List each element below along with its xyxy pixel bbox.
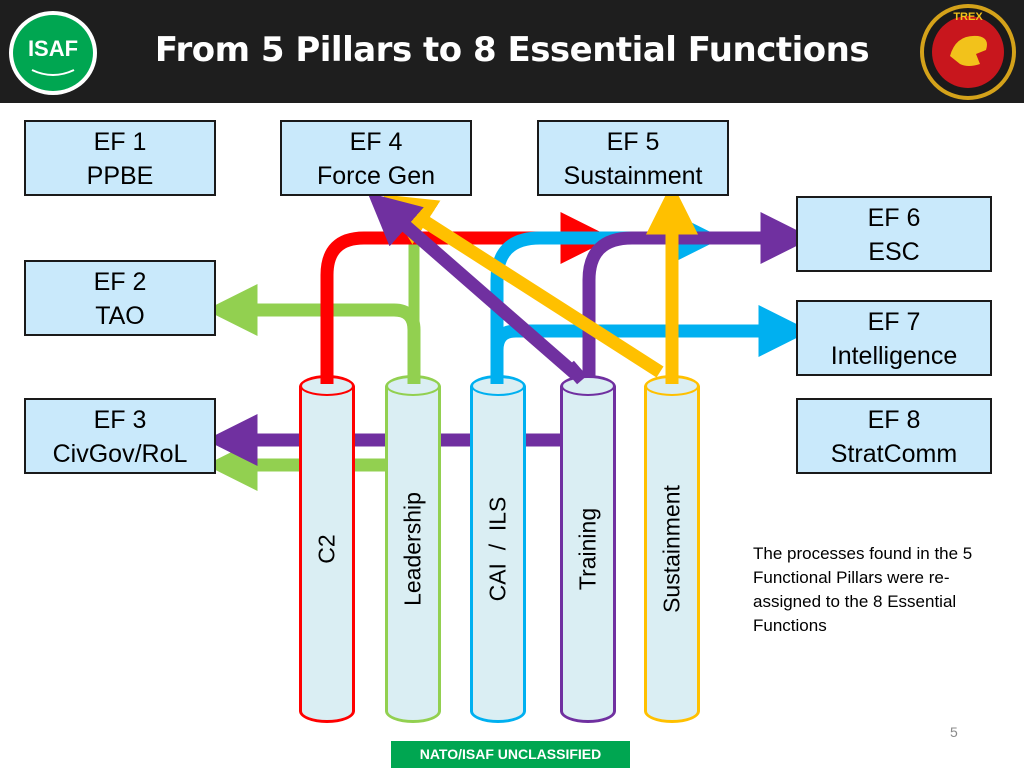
ef3-name: CivGov/RoL	[52, 440, 188, 468]
pillar-sustainment-label: Sustainment	[658, 485, 685, 613]
ef8-id: EF 8	[867, 406, 921, 434]
isaf-logo: ISAF	[9, 11, 97, 95]
ef1-box: EF 1 PPBE	[24, 120, 216, 196]
ef2-name: TAO	[95, 302, 145, 330]
flow-training-to-ef6	[582, 212, 813, 380]
page-title: From 5 Pillars to 8 Essential Functions	[154, 30, 870, 70]
ef8-name: StratComm	[830, 440, 958, 468]
ef1-id: EF 1	[93, 128, 147, 156]
pillar-c2-label: C2	[313, 534, 340, 564]
pillar-leadership: Leadership	[385, 375, 441, 723]
ef5-id: EF 5	[606, 128, 660, 156]
ef7-id: EF 7	[867, 308, 921, 336]
flow-sustainment-to-ef4	[382, 194, 664, 378]
page-number: 5	[950, 724, 958, 740]
ef3-id: EF 3	[93, 406, 147, 434]
ef8-box: EF 8 StratComm	[796, 398, 992, 474]
trex-logo: TREX	[920, 4, 1016, 100]
pillar-c2: C2	[299, 375, 355, 723]
ef5-name: Sustainment	[563, 162, 703, 190]
ef4-name: Force Gen	[316, 162, 436, 190]
explanatory-note: The processes found in the 5 Functional …	[753, 544, 973, 635]
header-bar	[0, 0, 1024, 103]
ef6-id: EF 6	[867, 204, 921, 232]
ef4-box: EF 4 Force Gen	[280, 120, 472, 196]
pillar-sustainment: Sustainment	[644, 375, 700, 723]
ef1-name: PPBE	[86, 162, 154, 190]
classification-banner: NATO/ISAF UNCLASSIFIED	[391, 741, 630, 768]
ef4-id: EF 4	[349, 128, 403, 156]
flow-training-to-ef4	[367, 192, 585, 383]
pillar-cai-ils-label: CAI / ILS	[484, 496, 511, 602]
ef3-box: EF 3 CivGov/RoL	[24, 398, 216, 474]
ef7-name: Intelligence	[830, 342, 958, 370]
ef6-name: ESC	[868, 238, 920, 266]
ef2-box: EF 2 TAO	[24, 260, 216, 336]
ef7-box: EF 7 Intelligence	[796, 300, 992, 376]
flow-c2-to-ef5	[320, 212, 613, 380]
ef5-box: EF 5 Sustainment	[537, 120, 729, 196]
pillar-leadership-label: Leadership	[399, 492, 426, 606]
trex-logo-text: TREX	[953, 11, 983, 23]
isaf-logo-text: ISAF	[28, 36, 78, 61]
pillar-cai-ils: CAI / ILS	[470, 375, 526, 723]
ef6-box: EF 6 ESC	[796, 196, 992, 272]
flow-cai-to-ef7	[490, 305, 811, 357]
pillar-training-label: Training	[574, 507, 601, 591]
flow-cai-to-ef6	[490, 212, 723, 380]
ef2-id: EF 2	[93, 268, 147, 296]
pillar-training: Training	[560, 375, 616, 723]
